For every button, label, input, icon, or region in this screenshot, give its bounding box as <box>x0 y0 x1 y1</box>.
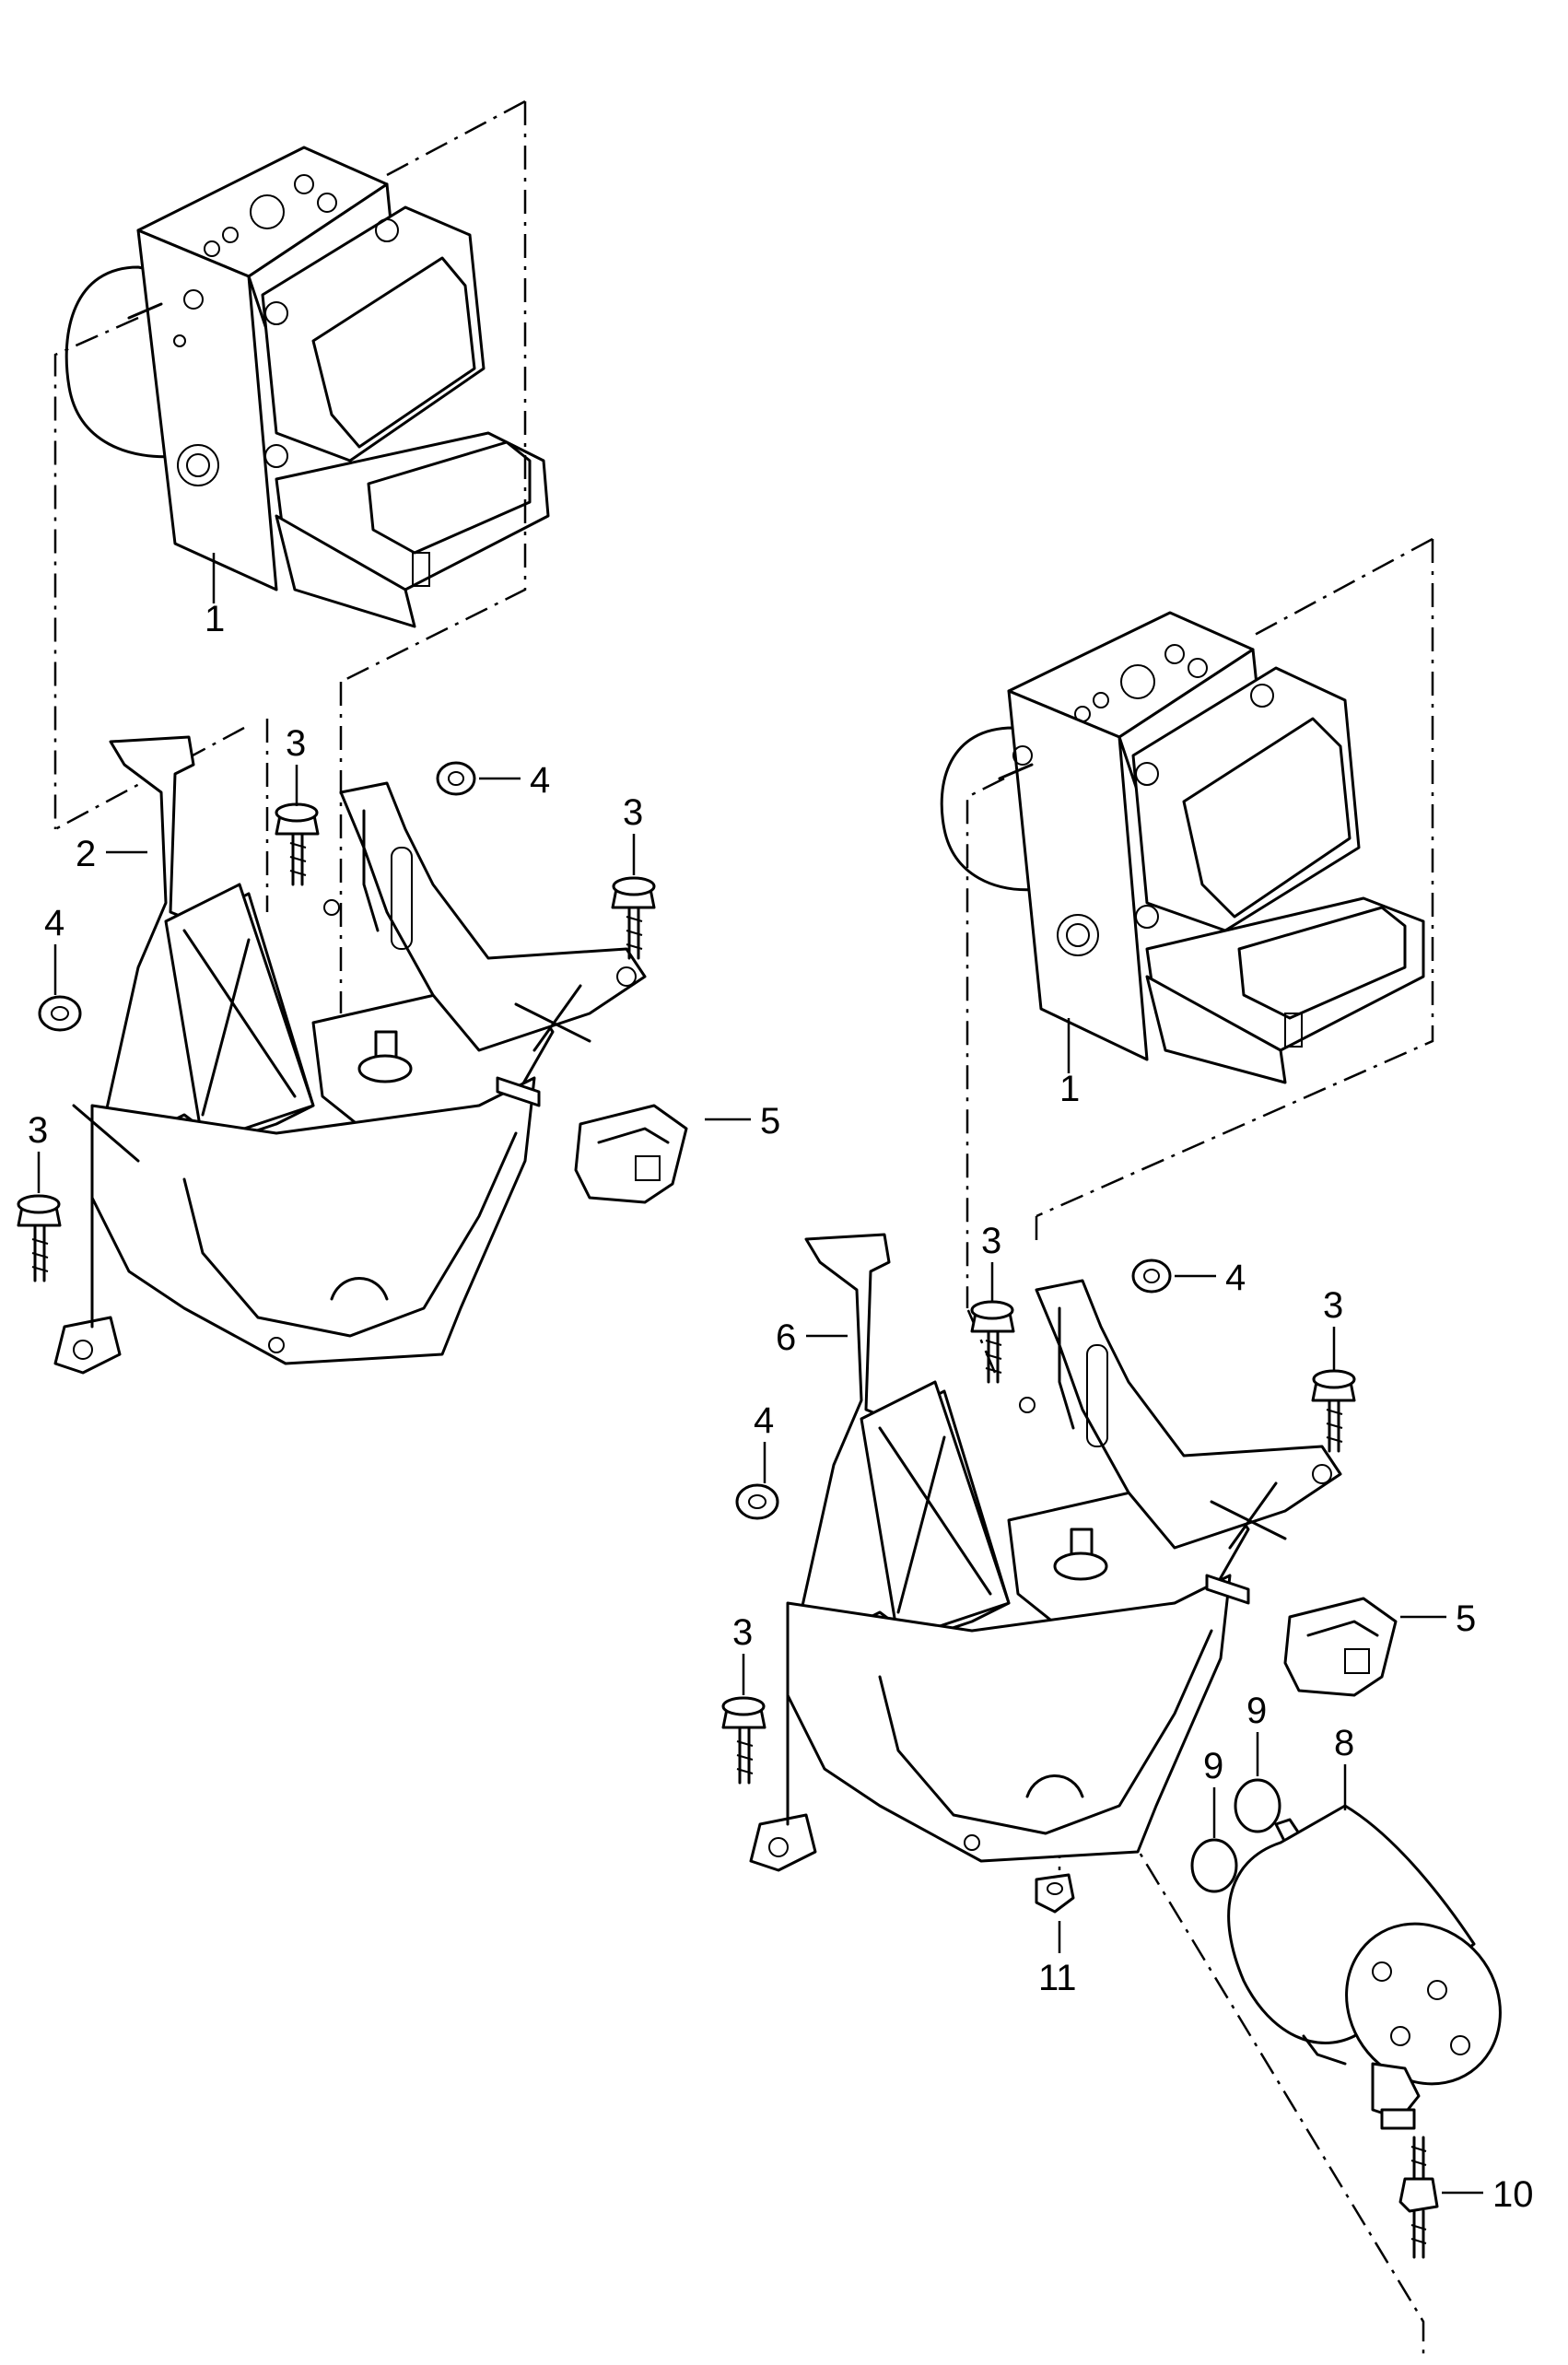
nut-upper-left <box>38 995 82 1032</box>
callout-bolt-c: 3 <box>28 1110 48 1151</box>
callout-stud: 10 <box>1492 2174 1534 2215</box>
bolt-upper-right <box>611 876 656 960</box>
callout-nut-a: 4 <box>530 760 550 801</box>
callout-bolt-b: 3 <box>623 792 643 833</box>
leader-lines <box>37 553 1483 2195</box>
callout-left-bracket: 2 <box>76 834 96 874</box>
nut-upper-top <box>436 761 476 796</box>
callout-clip-a: 5 <box>760 1101 780 1142</box>
callout-nut-e: 11 <box>1038 1958 1077 1998</box>
clip-lower <box>1205 1574 1398 1697</box>
bolt-upper-low <box>17 1194 62 1282</box>
nut-lower-left <box>735 1483 779 1520</box>
mounting-bracket-right <box>749 1233 1342 1872</box>
nut-eleven <box>1035 1873 1075 1914</box>
clip-upper <box>496 1076 688 1204</box>
callout-nut-d: 4 <box>754 1400 774 1441</box>
callout-bolt-e: 3 <box>1323 1285 1343 1326</box>
callout-bolt-d: 3 <box>981 1221 1001 1261</box>
callout-bush-a: 9 <box>1246 1691 1267 1731</box>
callout-bolt-a: 3 <box>286 723 306 764</box>
callout-bolt-f: 3 <box>732 1612 753 1653</box>
callout-damper: 8 <box>1334 1723 1354 1763</box>
mounting-bracket-left <box>53 735 647 1375</box>
callout-bush-b: 9 <box>1203 1746 1223 1786</box>
callout-clip-b: 5 <box>1456 1598 1476 1639</box>
bolt-lower-mid <box>970 1300 1015 1384</box>
bolt-lower-right <box>1311 1369 1356 1453</box>
callout-lower-unit: 1 <box>1059 1069 1080 1109</box>
callout-upper-unit: 1 <box>205 599 225 639</box>
nut-lower-top <box>1131 1259 1172 1294</box>
pressure-damper <box>1190 1778 1502 2130</box>
hydraulic-unit-upper <box>64 146 550 628</box>
callout-nut-b: 4 <box>44 903 64 943</box>
callout-labels: 1 2 3 4 3 4 3 5 1 6 3 4 3 4 3 5 9 9 8 11… <box>28 599 1534 2215</box>
callout-nut-c: 4 <box>1225 1258 1246 1298</box>
bolt-upper-mid <box>275 802 320 886</box>
stud-ten <box>1398 2136 1439 2259</box>
guide-lines-upper <box>53 100 527 1013</box>
bolt-lower-low <box>721 1696 766 1785</box>
hydraulic-unit-lower <box>940 611 1425 1084</box>
callout-right-bracket: 6 <box>776 1317 796 1358</box>
